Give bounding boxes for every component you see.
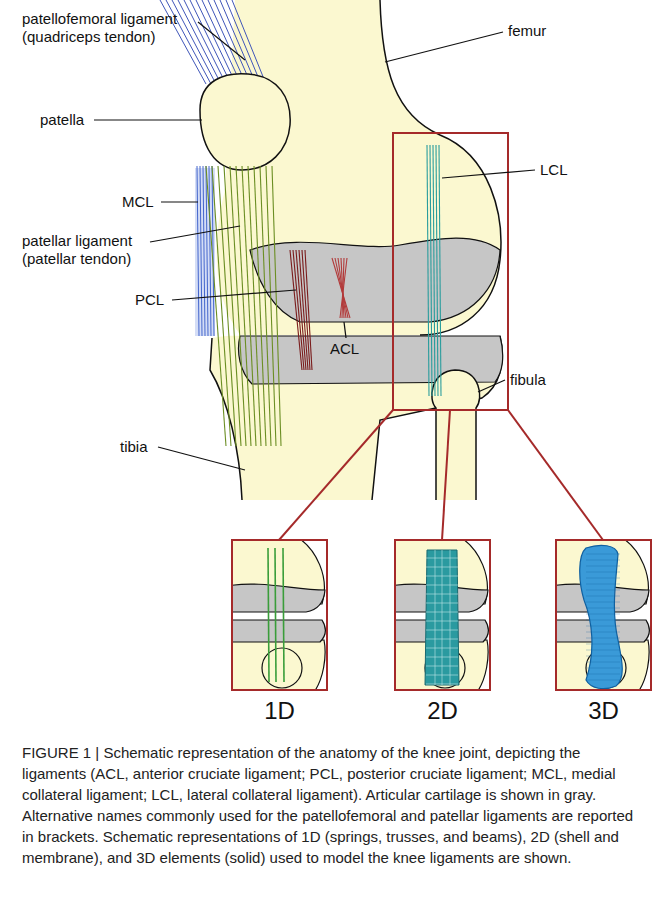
fiber <box>200 166 202 336</box>
fiber <box>202 0 241 84</box>
part-label: tibia <box>120 438 148 456</box>
fiber <box>338 258 346 318</box>
fiber <box>214 0 251 84</box>
zoom-frame <box>393 133 508 410</box>
tibia-bone <box>210 336 502 500</box>
part-label: ACL <box>330 340 359 358</box>
fiber <box>172 0 216 84</box>
fiber <box>436 145 438 396</box>
fibula-outline <box>432 370 480 500</box>
part-label: patella <box>40 111 84 129</box>
part-label: MCL <box>122 193 154 211</box>
fiber <box>232 0 266 84</box>
fiber <box>209 166 211 336</box>
dimension-label: 1D <box>232 697 327 725</box>
fiber <box>335 258 348 318</box>
zoom-lines <box>279 410 603 540</box>
dimension-label: 2D <box>395 697 490 725</box>
tibia-outline <box>210 336 502 500</box>
fiber <box>226 0 261 84</box>
acl-ligament <box>332 258 350 318</box>
part-label: patellofemoral ligament (quadriceps tend… <box>22 10 200 46</box>
lcl-ligament <box>427 145 441 396</box>
fiber <box>197 166 199 336</box>
fiber <box>203 166 205 336</box>
fiber <box>212 166 231 446</box>
part-label: LCL <box>540 161 568 179</box>
part-label: femur <box>508 22 546 40</box>
fiber <box>427 145 429 396</box>
fiber <box>430 145 432 396</box>
part-label: patellar ligament (patellar tendon) <box>22 232 150 268</box>
fiber <box>190 0 231 84</box>
pcl-ligament <box>290 250 312 370</box>
part-label: PCL <box>135 291 164 309</box>
fibula-bone <box>432 370 480 500</box>
patella-bone <box>200 74 290 170</box>
fiber <box>439 145 441 396</box>
dimension-label: 3D <box>556 697 651 725</box>
fiber <box>242 166 256 446</box>
inset <box>227 535 327 695</box>
leader-lines <box>94 22 535 470</box>
fiber <box>248 166 261 446</box>
inset-panels <box>227 535 651 695</box>
femoral-cartilage <box>250 238 500 322</box>
fiber <box>332 258 350 318</box>
fiber <box>196 0 236 84</box>
fiber <box>340 258 347 318</box>
fiber <box>293 250 304 370</box>
fiber <box>272 166 281 446</box>
inset <box>551 535 651 695</box>
figure-caption: FIGURE 1 | Schematic representation of t… <box>22 742 638 868</box>
fiber <box>254 166 266 446</box>
fiber <box>178 0 221 84</box>
inset <box>390 535 490 695</box>
fiber <box>266 166 276 446</box>
fiber <box>433 145 435 396</box>
part-label: fibula <box>510 371 546 389</box>
fiber <box>296 250 306 370</box>
fiber <box>206 166 226 446</box>
mcl-ligament <box>197 166 214 336</box>
fiber <box>305 250 312 370</box>
fiber <box>260 166 271 446</box>
patellar-ligament <box>206 166 281 446</box>
fiber <box>208 0 246 84</box>
fiber <box>220 0 256 84</box>
